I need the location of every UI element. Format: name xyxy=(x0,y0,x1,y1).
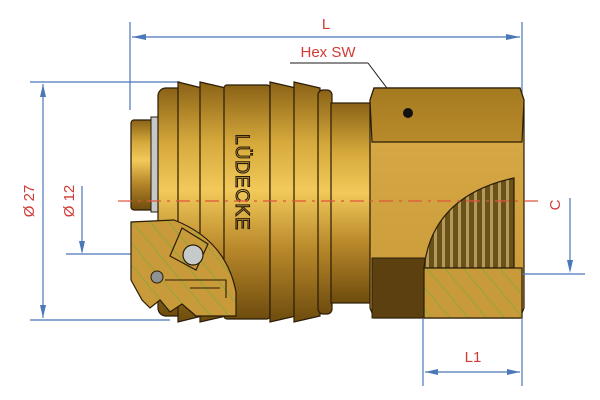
label-thread: C xyxy=(547,199,564,210)
front-section xyxy=(130,219,237,317)
coupling-neck xyxy=(330,102,374,304)
dimension-outer-diameter xyxy=(30,81,180,321)
label-hex-size: Hex SW xyxy=(300,44,356,61)
dimension-thread-length xyxy=(422,318,523,386)
dimension-thread xyxy=(522,198,585,275)
label-outer-diameter: Ø 27 xyxy=(21,185,38,218)
dimension-bore-diameter xyxy=(66,186,134,255)
label-bore-diameter: Ø 12 xyxy=(61,185,78,218)
coupling-sleeve xyxy=(157,81,333,323)
label-overall-length: L xyxy=(322,16,330,33)
thread-section xyxy=(423,177,523,319)
label-thread-length: L1 xyxy=(465,349,482,366)
brand-marking: LÜDECKE xyxy=(231,134,252,231)
dimension-overall-length xyxy=(129,22,523,110)
